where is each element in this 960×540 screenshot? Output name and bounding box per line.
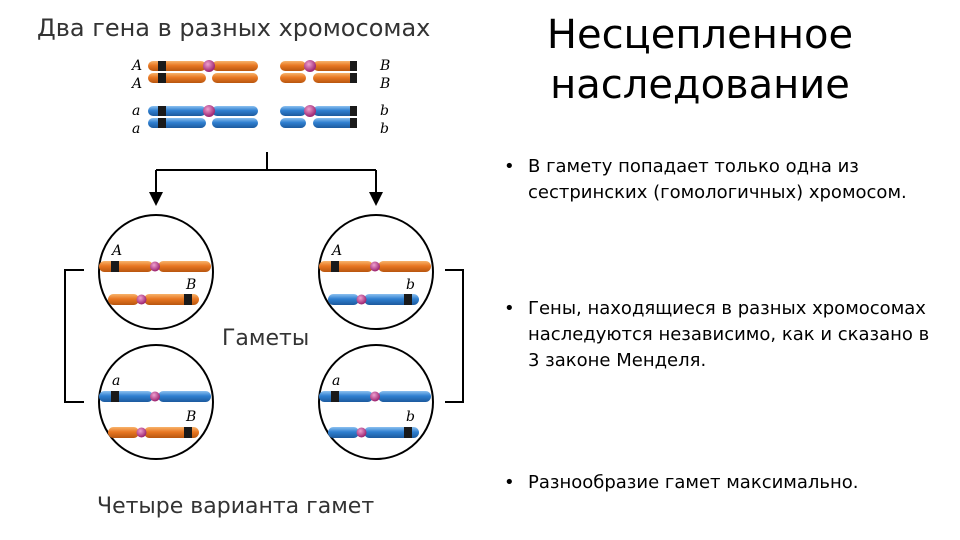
chromosome-orange (280, 60, 357, 72)
allele-label: B (379, 58, 390, 74)
chromosome-blue (280, 105, 357, 117)
allele-label: A (130, 58, 142, 74)
allele-label: B (185, 409, 196, 425)
allele-label: B (379, 76, 390, 92)
chromosome-blue (99, 391, 211, 402)
allele-label: b (380, 121, 389, 137)
chromosome-blue (328, 427, 419, 438)
bracket-right (445, 269, 464, 403)
allele-label: A (130, 76, 142, 92)
allele-label: b (380, 103, 389, 119)
allele-label: a (112, 373, 120, 389)
bullet-item: • В гамету попадает только одна из сестр… (500, 154, 930, 206)
chromosome-orange (280, 73, 357, 83)
chromosome-orange (319, 261, 431, 272)
arrow-head (369, 192, 383, 206)
gamete-Ab: A b (319, 243, 431, 305)
chromosome-blue (280, 118, 357, 128)
bullet-icon: • (504, 472, 515, 493)
arrow-head (149, 192, 163, 206)
gamete-ab: a b (319, 373, 431, 438)
bullet-icon: • (504, 156, 515, 177)
parent-chromosomes-left: A A a a (130, 58, 258, 137)
chromosome-orange (99, 261, 211, 272)
allele-label: A (330, 243, 342, 259)
allele-label: a (132, 103, 140, 119)
allele-label: a (132, 121, 140, 137)
genetics-diagram: Два гена в разных хромосомах A A (37, 14, 464, 519)
parent-chromosomes-right: B B b b (280, 58, 390, 137)
bullet-item: • Разнообразие гамет максимально. (500, 470, 930, 496)
chromosome-blue (148, 118, 258, 128)
slide-title: Несцепленное наследование (520, 10, 880, 110)
allele-label: B (185, 277, 196, 293)
bullet-text: Разнообразие гамет максимально. (528, 472, 859, 493)
slide-title-line: Несцепленное (546, 12, 854, 58)
allele-label: a (332, 373, 340, 389)
gamete-aB: a B (99, 373, 211, 438)
allele-label: A (110, 243, 122, 259)
diagram-caption: Четыре варианта гамет (97, 494, 374, 519)
diagram-title: Два гена в разных хромосомах (37, 14, 430, 42)
allele-label: b (406, 277, 415, 293)
bullet-icon: • (504, 298, 515, 319)
chromosome-orange (108, 427, 199, 438)
bracket-left (64, 269, 84, 403)
bullet-text: В гамету попадает только одна из сестрин… (528, 156, 907, 203)
bullet-item: • Гены, находящиеся в разных хромосомах … (500, 296, 930, 374)
chromosome-orange (148, 73, 258, 83)
bullet-text: Гены, находящиеся в разных хромосомах на… (528, 298, 930, 371)
chromosome-blue (148, 105, 258, 117)
chromosome-blue (319, 391, 431, 402)
branch-arrow (155, 152, 377, 195)
slide-title-line: наследование (550, 62, 850, 108)
chromosome-orange (148, 60, 258, 72)
chromosome-orange (108, 294, 199, 305)
chromosome-blue (328, 294, 419, 305)
allele-label: b (406, 409, 415, 425)
gamete-AB: A B (99, 243, 211, 305)
gametes-label: Гаметы (222, 326, 309, 351)
